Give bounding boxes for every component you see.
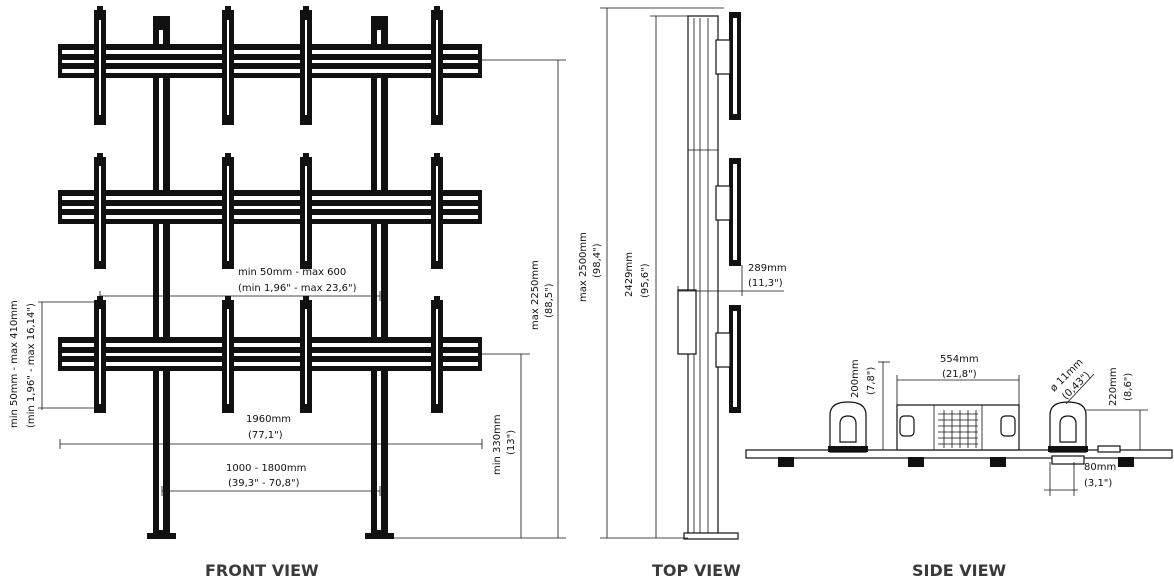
front-vert-in: (min 1,96" - max 16,14") xyxy=(26,303,37,428)
side-dim-80: 80mm (3,1") xyxy=(1044,462,1116,496)
front-dim-base: min 330mm (13") xyxy=(394,353,530,539)
front-dim-height: max 2250mm (88,5") xyxy=(482,59,566,539)
front-pole-left xyxy=(147,16,176,539)
top-depth-in: (11,3") xyxy=(748,278,783,289)
front-dim-spacing: min 50mm - max 600 (min 1,96" - max 23,6… xyxy=(99,267,381,301)
front-width-mm: 1960mm xyxy=(246,414,291,425)
front-base-mm: min 330mm xyxy=(492,414,503,475)
top-depth-mm: 289mm xyxy=(748,263,787,274)
side-dim-hole: ø 11mm (0,43") xyxy=(1048,357,1095,405)
side-h220-mm: 220mm xyxy=(1108,367,1119,406)
front-h-in: (88,5") xyxy=(544,283,555,318)
top-dim-total: max 2500mm (98,4") xyxy=(578,7,724,539)
top-total-mm: max 2500mm xyxy=(578,232,589,302)
top-view-title: TOP VIEW xyxy=(652,561,741,580)
top-dim-depth: 289mm (11,3") xyxy=(677,263,787,296)
front-base-in: (13") xyxy=(506,430,517,455)
front-rail-top xyxy=(58,44,482,78)
side-dim-h220: 220mm (8,6") xyxy=(1086,367,1148,450)
side-dim-width: 554mm (21,8") xyxy=(896,354,1020,405)
side-h200-mm: 200mm xyxy=(850,359,861,398)
front-dim-poles: 1000 - 1800mm (39,3" - 70,8") xyxy=(161,463,381,496)
front-rail-bottom xyxy=(58,337,482,371)
front-dim-width: 1960mm (77,1") xyxy=(59,414,483,449)
side-80-in: (3,1") xyxy=(1084,478,1112,489)
side-h200-in: (7,8") xyxy=(866,367,877,395)
front-bracket-holes xyxy=(99,20,438,404)
side-80-mm: 80mm xyxy=(1084,462,1116,473)
side-foot-right xyxy=(1048,401,1088,465)
front-pole-right xyxy=(365,16,394,539)
front-width-in: (77,1") xyxy=(248,430,283,441)
front-poles-mm: 1000 - 1800mm xyxy=(226,463,306,474)
top-view: max 2500mm (98,4") 2429mm (95,6") 289mm … xyxy=(578,7,787,580)
side-foot-left xyxy=(828,401,868,453)
front-dim-vertical: min 50mm - max 410mm (min 1,96" - max 16… xyxy=(9,300,94,428)
side-width-in: (21,8") xyxy=(942,369,977,380)
side-h220-in: (8,6") xyxy=(1123,373,1134,401)
top-dim-pole: 2429mm (95,6") xyxy=(624,15,688,538)
front-spacing-mm: min 50mm - max 600 xyxy=(238,267,346,278)
top-screen-brackets xyxy=(677,12,741,413)
side-width-mm: 554mm xyxy=(940,354,979,365)
side-view-title: SIDE VIEW xyxy=(912,561,1007,580)
side-dim-h200: 200mm (7,8") xyxy=(850,359,890,450)
front-view: min 50mm - max 600 (min 1,96" - max 23,6… xyxy=(9,6,566,580)
front-vert-mm: min 50mm - max 410mm xyxy=(9,300,20,428)
front-view-title: FRONT VIEW xyxy=(205,561,319,580)
top-total-in: (98,4") xyxy=(592,243,603,278)
top-pole-in: (95,6") xyxy=(640,263,651,298)
front-h-mm: max 2250mm xyxy=(530,260,541,330)
front-rail-middle xyxy=(58,190,482,224)
side-view: 554mm (21,8") 200mm (7,8") ø 11mm (0,43"… xyxy=(745,354,1173,580)
top-pole-mm: 2429mm xyxy=(624,252,635,297)
side-plate xyxy=(896,404,1020,451)
front-poles-in: (39,3" - 70,8") xyxy=(228,478,300,489)
top-pole xyxy=(683,15,739,540)
front-spacing-in: (min 1,96" - max 23,6") xyxy=(238,283,357,294)
